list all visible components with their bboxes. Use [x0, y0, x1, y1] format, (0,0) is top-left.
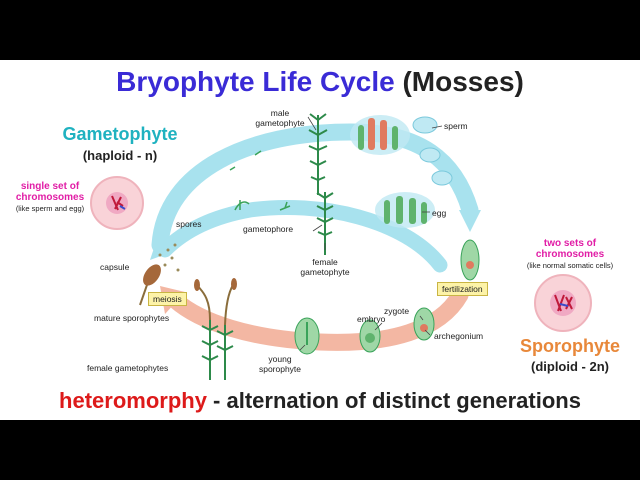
haploid-chromosomes: [111, 195, 124, 211]
gametophyte-outer-arrowhead: [459, 210, 481, 232]
sporophyte-subheading: (diploid - 2n): [531, 359, 609, 374]
haploid-note-line1: single set of: [20, 181, 80, 192]
bottom-term: heteromorphy: [59, 388, 207, 413]
haploid-note-line2: chromosomes: [15, 192, 85, 203]
bottom-rest: - alternation of distinct generations: [206, 388, 581, 413]
label-capsule: capsule: [100, 262, 130, 272]
label-embryo: embryo: [357, 314, 386, 324]
embryo-structure: [359, 319, 381, 353]
diploid-nucleus: [550, 290, 576, 316]
diploid-note-line1: two sets of: [543, 238, 597, 249]
diploid-chromosomes: [554, 294, 573, 312]
fertilization-archegonium: [460, 239, 480, 281]
gametophyte-heading: Gametophyte: [62, 124, 178, 144]
title-main: Bryophyte Life Cycle: [116, 66, 395, 97]
haploid-note-sub: (like sperm and egg): [15, 204, 85, 213]
label-young-sporophyte-2: sporophyte: [258, 364, 302, 374]
title-paren: (Mosses): [402, 66, 524, 97]
label-zygote: zygote: [384, 306, 410, 316]
protonema: [229, 150, 291, 211]
diploid-note-sub: (like normal somatic cells): [526, 261, 614, 270]
label-archegonium: archegonium: [434, 331, 484, 341]
spores-dots: [158, 243, 180, 272]
label-female-gametophyte-2: gametophyte: [300, 267, 350, 277]
sperm-blobs: [412, 116, 453, 186]
sporophyte-capsule-small-2: [231, 278, 237, 290]
sporophyte-capsule-small-1: [194, 279, 200, 291]
archegonia-cluster: [375, 192, 435, 228]
label-egg: egg: [432, 208, 447, 218]
label-male-gametophyte-1: male: [270, 108, 290, 118]
gametophyte-subheading: (haploid - n): [82, 148, 158, 163]
capsule-structure: [139, 264, 161, 306]
label-mature-sporophytes: mature sporophytes: [94, 313, 170, 323]
young-sporophyte-structure: [294, 317, 320, 355]
gametophyte-inner-arrow: [157, 200, 448, 273]
slide: Bryophyte Life Cycle (Mosses) Gametophyt…: [0, 60, 640, 420]
label-sperm: sperm: [444, 121, 468, 131]
label-female-gametophyte-1: female: [312, 257, 338, 267]
label-young-sporophyte-1: young: [268, 354, 292, 364]
male-gametophyte-plant: [308, 113, 328, 195]
gametophyte-outer-arrow: [151, 123, 479, 254]
sporophyte-heading: Sporophyte: [519, 336, 620, 356]
label-gametophore: gametophore: [243, 224, 294, 234]
bottom-caption: heteromorphy - alternation of distinct g…: [0, 388, 640, 414]
label-meiosis: meiosis: [148, 292, 187, 306]
diploid-note-line2: chromosomes: [535, 249, 605, 260]
label-fertilization: fertilization: [437, 282, 488, 296]
zygote-structure: [413, 307, 435, 341]
gametophyte-inner-arrowhead: [150, 236, 172, 260]
page-title: Bryophyte Life Cycle (Mosses): [0, 66, 640, 98]
label-male-gametophyte-2: gametophyte: [255, 118, 305, 128]
label-female-gametophytes: female gametophytes: [87, 363, 169, 373]
antheridia-cluster: [350, 115, 410, 155]
label-spores: spores: [176, 219, 202, 229]
